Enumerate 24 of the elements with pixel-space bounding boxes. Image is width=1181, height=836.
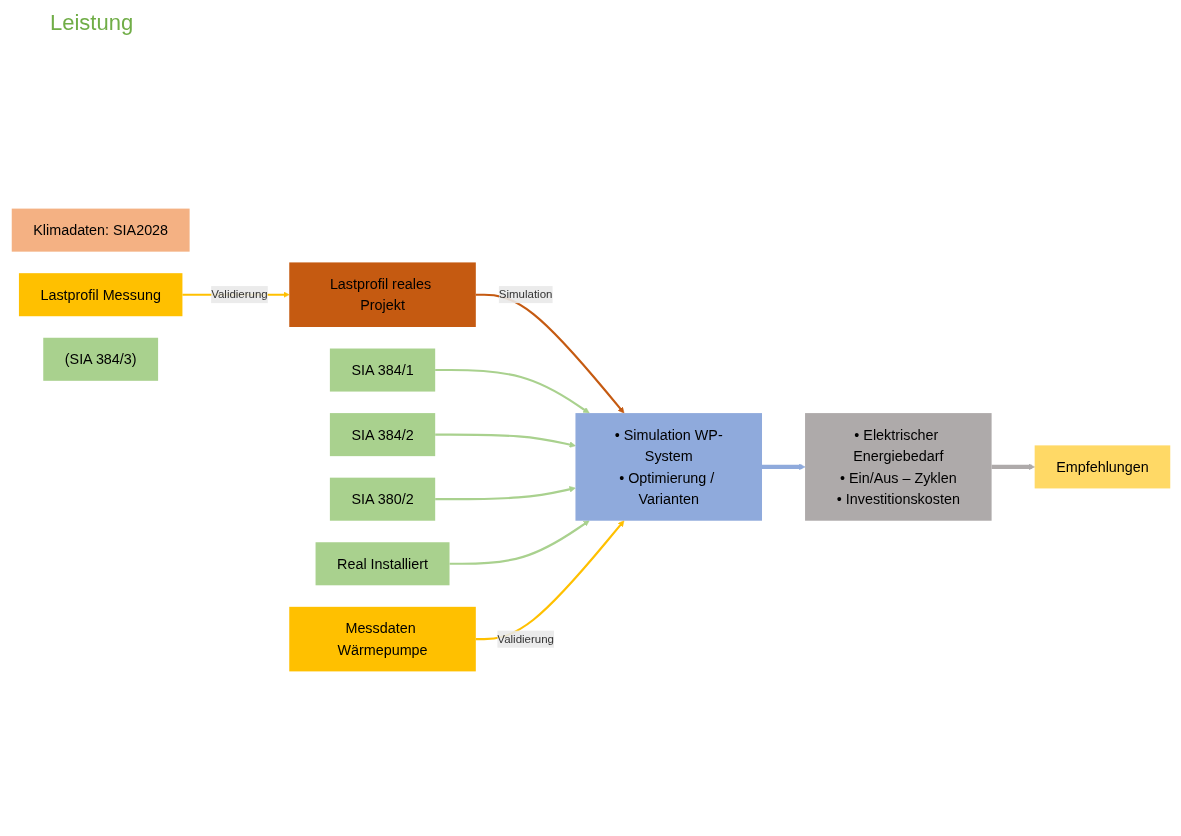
arrow (475, 520, 624, 641)
edge-label: Simulation (498, 288, 552, 301)
arrow (475, 293, 624, 414)
arrow (434, 433, 576, 448)
node-box: Lastprofil reales Projekt (288, 262, 476, 327)
arrow (434, 486, 576, 501)
node-box: Lastprofil Messung (18, 273, 182, 317)
arrow (991, 463, 1035, 471)
node-box: • Simulation WP-System • Optimierung / Varianten (574, 413, 762, 521)
node-box: Empfehlungen (1034, 445, 1170, 489)
heading-label: Leistung (50, 10, 134, 36)
edge-label: Validierung (210, 288, 268, 301)
node-box: • Elektrischer Energiebedarf • Ein/Aus – Zyklen • Investitionskosten (804, 413, 992, 521)
edge-label: Validierung (496, 632, 554, 645)
arrow (434, 368, 589, 414)
arrow (449, 520, 589, 565)
node-box: SIA 380/2 (329, 477, 435, 521)
node-box: SIA 384/2 (329, 413, 435, 457)
node-box: Klimadaten: SIA2028 (11, 208, 190, 252)
node-box: (SIA 384/3) (42, 337, 158, 381)
arrow (761, 463, 805, 471)
node-box: SIA 384/1 (329, 348, 435, 392)
node-box: Real Installiert (315, 542, 449, 586)
node-box: Messdaten Wärmepumpe (288, 606, 476, 672)
